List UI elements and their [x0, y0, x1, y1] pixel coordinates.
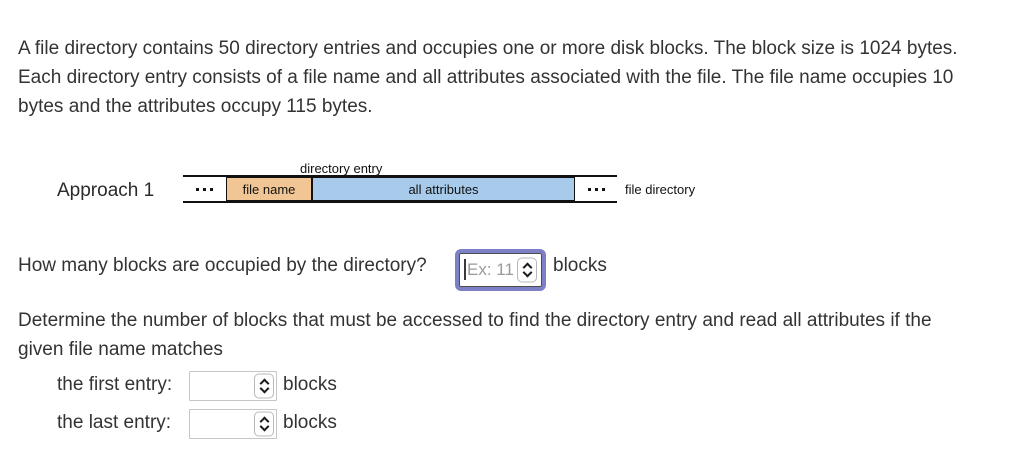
first-entry-label: the first entry: — [57, 374, 173, 395]
problem-statement: A file directory contains 50 directory e… — [18, 34, 958, 121]
question1-unit: blocks — [553, 255, 607, 276]
blocks-occupied-input-wrapper — [455, 249, 546, 291]
spinner-down-button[interactable] — [255, 421, 273, 432]
file-name-segment: file name — [226, 177, 312, 201]
question2-text: Determine the number of blocks that must… — [18, 306, 932, 364]
last-entry-label: the last entry: — [57, 412, 172, 433]
first-entry-input-wrapper — [189, 371, 277, 401]
question2-line: given file name matches — [18, 339, 223, 360]
problem-line: A file directory contains 50 directory e… — [18, 38, 958, 59]
problem-line: Each directory entry consists of a file … — [18, 67, 954, 88]
directory-entry-label: directory entry — [300, 161, 383, 176]
right-ellipsis-icon — [575, 177, 617, 201]
first-entry-unit: blocks — [283, 374, 337, 395]
left-ellipsis-icon — [183, 177, 226, 201]
first-entry-spinner — [254, 373, 274, 399]
file-directory-diagram: file name all attributes — [183, 175, 617, 203]
spinner-down-button[interactable] — [255, 383, 273, 394]
all-attributes-segment: all attributes — [312, 177, 575, 201]
file-directory-label: file directory — [625, 182, 696, 197]
question1-text: How many blocks are occupied by the dire… — [18, 255, 427, 276]
spinner-down-button[interactable] — [518, 267, 536, 278]
text-caret-icon — [464, 259, 466, 280]
problem-line: bytes and the attributes occupy 115 byte… — [18, 96, 373, 117]
last-entry-spinner — [254, 411, 274, 437]
approach-label: Approach 1 — [57, 180, 155, 201]
last-entry-input-wrapper — [189, 409, 277, 439]
last-entry-unit: blocks — [283, 412, 337, 433]
blocks-occupied-spinner — [517, 257, 537, 283]
question2-line: Determine the number of blocks that must… — [18, 310, 932, 331]
